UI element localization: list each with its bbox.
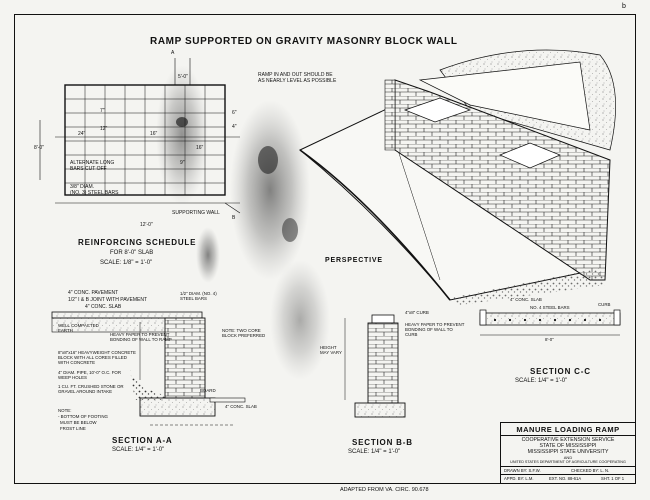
section-aa-label-2: 1/2" I & B JOINT WITH PAVEMENT xyxy=(68,297,148,303)
section-aa-label-6: 8"x8"x16" HEAVYWEIGHT CONCRETE BLOCK WIT… xyxy=(58,350,136,365)
steel-bars-label-2: (NO. 3) STEEL BARS xyxy=(70,190,119,196)
section-c-c-drawing xyxy=(479,309,621,336)
title-block-sheet: SHT. 1 OF 1 xyxy=(601,476,625,481)
title-block-org-4: UNITED STATES DEPARTMENT OF AGRICULTURE … xyxy=(510,460,626,464)
plan-dim-6in: 6" xyxy=(232,110,237,116)
plan-dim-16in-b: 16" xyxy=(196,145,204,151)
plan-dim-9in: 9" xyxy=(180,160,185,166)
plan-dim-4in: 4" xyxy=(232,124,237,130)
section-cc-label-4: 8'-0" xyxy=(545,337,554,342)
section-bb-label-1: 4"x8" CURB xyxy=(405,310,429,315)
title-block-divider-3 xyxy=(501,474,635,475)
section-bb-scale: SCALE: 1/4" = 1'-0" xyxy=(348,449,401,455)
perspective-label: PERSPECTIVE xyxy=(325,257,383,264)
plan-dim-5ft: 5'-0" xyxy=(178,74,188,80)
section-aa-label-8: 1 CU. FT. CRUSHED STONE OR GRAVEL AROUND… xyxy=(58,384,124,394)
supporting-wall-label: SUPPORTING WALL xyxy=(172,210,220,216)
drawing-title: RAMP SUPPORTED ON GRAVITY MASONRY BLOCK … xyxy=(150,36,458,47)
section-aa-label-1: 4" CONC. PAVEMENT xyxy=(68,290,119,296)
section-aa-label-11: 4" CONC. SLAB xyxy=(225,404,257,409)
steel-bars-label-1: 3/8" DIAM. xyxy=(70,184,95,190)
title-block-org-2: STATE OF MISSISSIPPI xyxy=(539,443,597,449)
title-block: MANURE LOADING RAMP COOPERATIVE EXTENSIO… xyxy=(500,422,636,484)
ramp-note-line-1: RAMP IN AND OUT SHOULD BE xyxy=(258,72,333,78)
section-aa-note-1: NOTE: xyxy=(58,408,72,413)
title-block-name: MANURE LOADING RAMP xyxy=(516,425,620,434)
title-block-drawn: DRAWN BY: S.F.W. xyxy=(504,468,541,473)
reinforcing-heading: REINFORCING SCHEDULE xyxy=(78,238,197,247)
section-b-b-drawing xyxy=(344,314,406,418)
alternate-long-label-2: BARS CUT OFF xyxy=(70,166,107,172)
plan-dim-8ft: 8'-0" xyxy=(34,145,44,151)
section-cc-label-1: 4" CONC. SLAB xyxy=(510,297,542,302)
section-cc-label-3: CURB xyxy=(598,302,611,307)
reinforcing-scale: SCALE: 1/8" = 1'-0" xyxy=(100,260,153,266)
plan-dim-16in: 16" xyxy=(150,131,158,137)
top-right-mark: b xyxy=(622,3,626,10)
section-aa-label-4: WELL COMPACTED EARTH xyxy=(58,323,99,333)
section-aa-label-3: 4" CONC. SLAB xyxy=(85,304,122,310)
section-aa-label-12: BOARD xyxy=(200,388,216,393)
section-aa-note-2: - BOTTOM OF FOOTING xyxy=(58,414,108,419)
sheet-border xyxy=(14,14,636,484)
stain-marks xyxy=(156,65,330,380)
plan-mark-b: B xyxy=(232,215,236,221)
plan-dim-24in: 24" xyxy=(78,131,86,137)
section-cc-label-2: NO. 4 STEEL BARS xyxy=(530,305,570,310)
section-aa-label-7: 4" DIAM. PIPE, 10'-0" O.C. FOR WEEP HOLE… xyxy=(58,370,121,380)
section-bb-label-3: HEIGHT MAY VARY xyxy=(320,345,342,355)
ramp-note-line-2: AS NEARLY LEVEL AS POSSIBLE xyxy=(258,78,337,84)
title-block-divider-1 xyxy=(501,435,635,436)
title-block-and: AND xyxy=(563,455,573,460)
section-aa-label-5: HEAVY PAPER TO PREVENT BONDING OF WALL T… xyxy=(110,332,172,342)
reinforcing-sub: FOR 8'-0" SLAB xyxy=(110,250,154,256)
section-bb-heading: SECTION B-B xyxy=(352,438,413,447)
title-block-org-3: MISSISSIPPI STATE UNIVERSITY xyxy=(527,449,609,455)
plan-dim-7in: 7" xyxy=(100,108,105,114)
section-aa-scale: SCALE: 1/4" = 1'-0" xyxy=(112,447,165,453)
title-block-checked: CHECKED BY: L. N. xyxy=(571,468,610,473)
title-block-divider-2 xyxy=(501,466,635,467)
section-cc-scale: SCALE: 1/4" = 1'-0" xyxy=(515,378,568,384)
title-block-org-1: COOPERATIVE EXTENSION SERVICE xyxy=(521,437,615,443)
adapted-from-note: ADAPTED FROM VA. CIRC. 90.678 xyxy=(340,487,429,493)
plan-dim-12in: 12" xyxy=(100,126,108,132)
alternate-long-label-1: ALTERNATE LONG xyxy=(70,160,115,166)
section-a-a-drawing xyxy=(51,311,246,426)
section-cc-heading: SECTION C-C xyxy=(530,367,591,376)
section-aa-label-10: NOTE: TWO CORE BLOCK PREFERRED xyxy=(222,328,266,338)
title-block-approved: APPD. BY: L.M. xyxy=(504,476,534,481)
plan-view-slab xyxy=(39,58,241,214)
title-block-ext-no: EXT. NO. 88-61A xyxy=(549,476,582,481)
section-aa-label-9: 1/2" DIAM. (NO. 4) STEEL BARS xyxy=(180,291,217,301)
section-aa-note-3: MUST BE BELOW xyxy=(60,420,97,425)
plan-dim-12ft: 12'-0" xyxy=(140,222,153,228)
section-aa-heading: SECTION A-A xyxy=(112,436,173,445)
perspective-ramp xyxy=(299,49,616,305)
plan-mark-a: A xyxy=(171,50,175,56)
section-bb-label-2: HEAVY PAPER TO PREVENT BONDING OF WALL T… xyxy=(405,322,465,337)
section-aa-note-4: FROST LINE xyxy=(60,426,86,431)
